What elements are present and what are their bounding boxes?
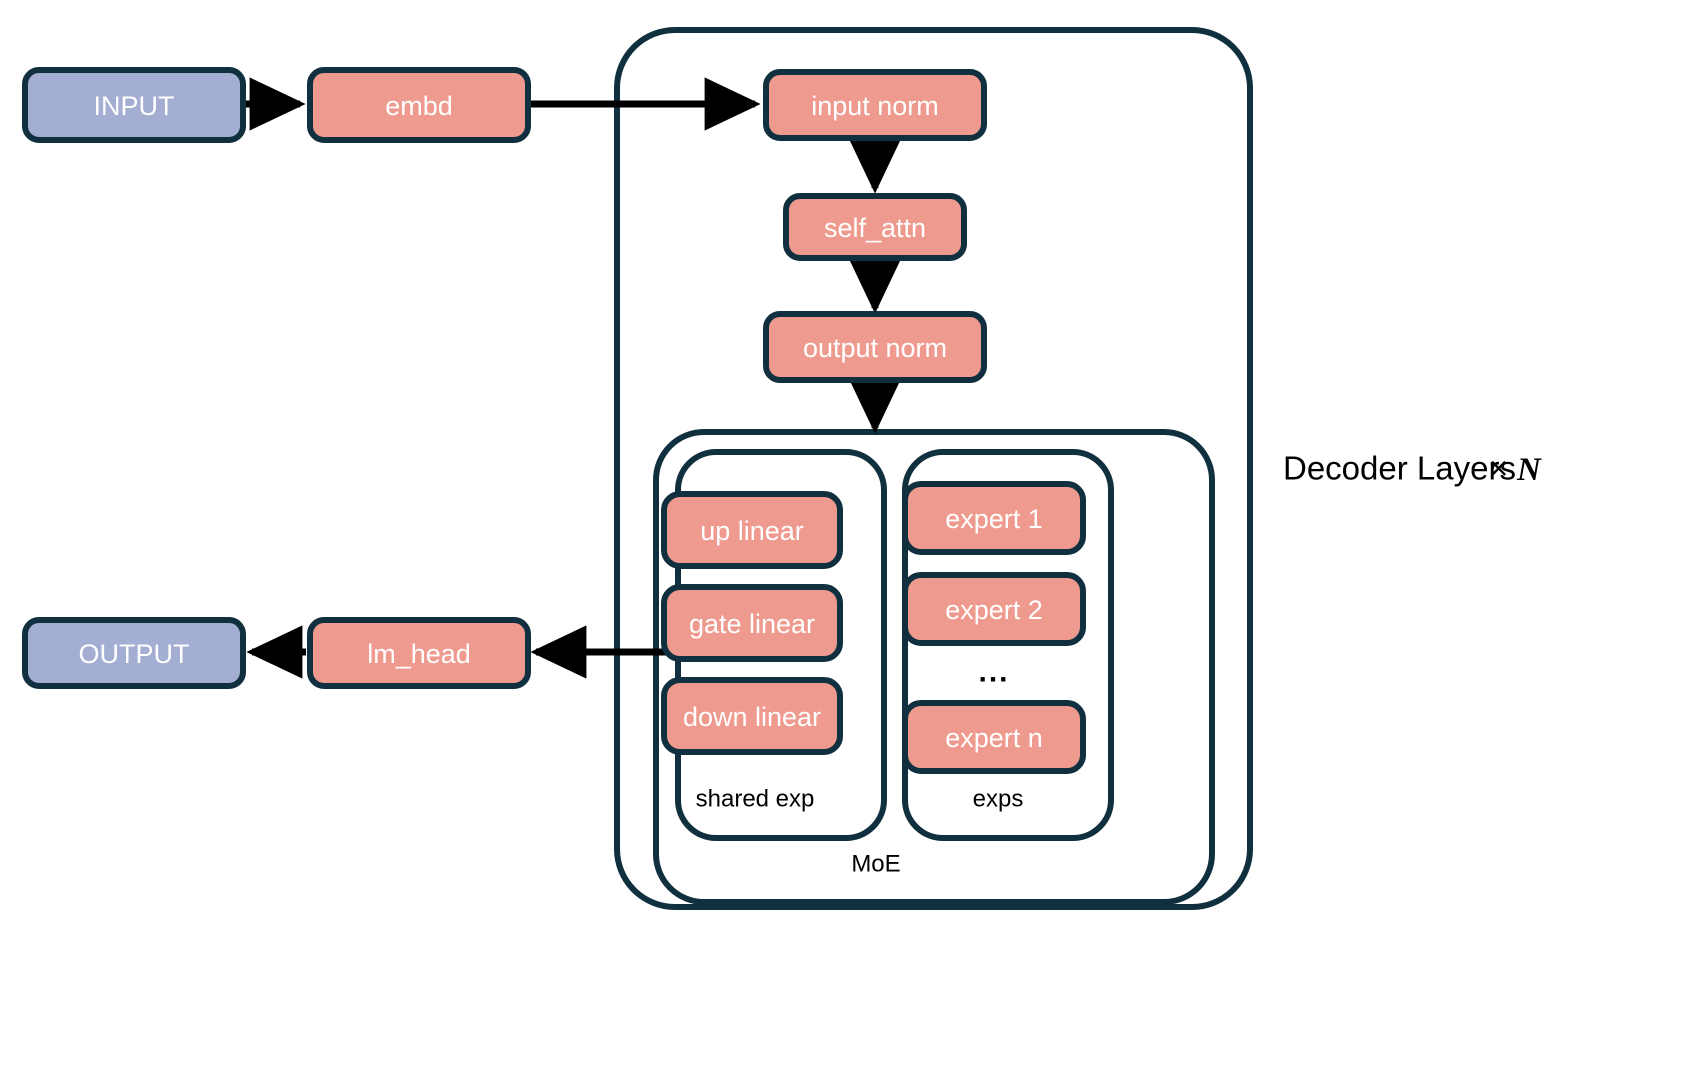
node-up-linear[interactable]: up linear	[661, 491, 843, 569]
moe-caption: MoE	[851, 851, 900, 878]
decoder-layers-caption-var: N	[1516, 452, 1542, 488]
node-expert-n-box[interactable]	[902, 700, 1086, 774]
node-input[interactable]: INPUT	[22, 67, 246, 143]
node-self-attn[interactable]: self_attn	[783, 193, 967, 261]
decoder-layers-caption: Decoder Layers × N	[1283, 450, 1542, 489]
decoder-layers-container	[614, 27, 1253, 910]
node-input-norm-box[interactable]	[763, 69, 987, 141]
node-embd-box[interactable]	[307, 67, 531, 143]
node-up-linear-box[interactable]	[661, 491, 843, 569]
node-expert-1-box[interactable]	[902, 481, 1086, 555]
expert-ellipsis-label: ...	[978, 656, 1009, 689]
node-gate-linear-box[interactable]	[661, 584, 843, 662]
node-expert-2[interactable]: expert 2	[902, 572, 1086, 646]
node-gate-linear[interactable]: gate linear	[661, 584, 843, 662]
node-output-box[interactable]	[22, 617, 246, 689]
node-lm-head-box[interactable]	[307, 617, 531, 689]
decoder-layers-caption-times: ×	[1489, 450, 1508, 487]
node-input-box[interactable]	[22, 67, 246, 143]
node-expert-1[interactable]: expert 1	[902, 481, 1086, 555]
shared-exp-caption: shared exp	[696, 786, 815, 813]
exps-container	[902, 449, 1114, 841]
node-output-norm[interactable]: output norm	[763, 311, 987, 383]
node-down-linear[interactable]: down linear	[661, 677, 843, 755]
moe-container	[653, 429, 1215, 905]
node-lm-head[interactable]: lm_head	[307, 617, 531, 689]
exps-caption: exps	[973, 786, 1024, 813]
decoder-layers-caption-prefix: Decoder Layers	[1283, 450, 1516, 487]
node-expert-n[interactable]: expert n	[902, 700, 1086, 774]
node-embd[interactable]: embd	[307, 67, 531, 143]
node-output-norm-box[interactable]	[763, 311, 987, 383]
node-expert-2-box[interactable]	[902, 572, 1086, 646]
node-output[interactable]: OUTPUT	[22, 617, 246, 689]
node-down-linear-box[interactable]	[661, 677, 843, 755]
node-input-norm[interactable]: input norm	[763, 69, 987, 141]
node-self-attn-box[interactable]	[783, 193, 967, 261]
